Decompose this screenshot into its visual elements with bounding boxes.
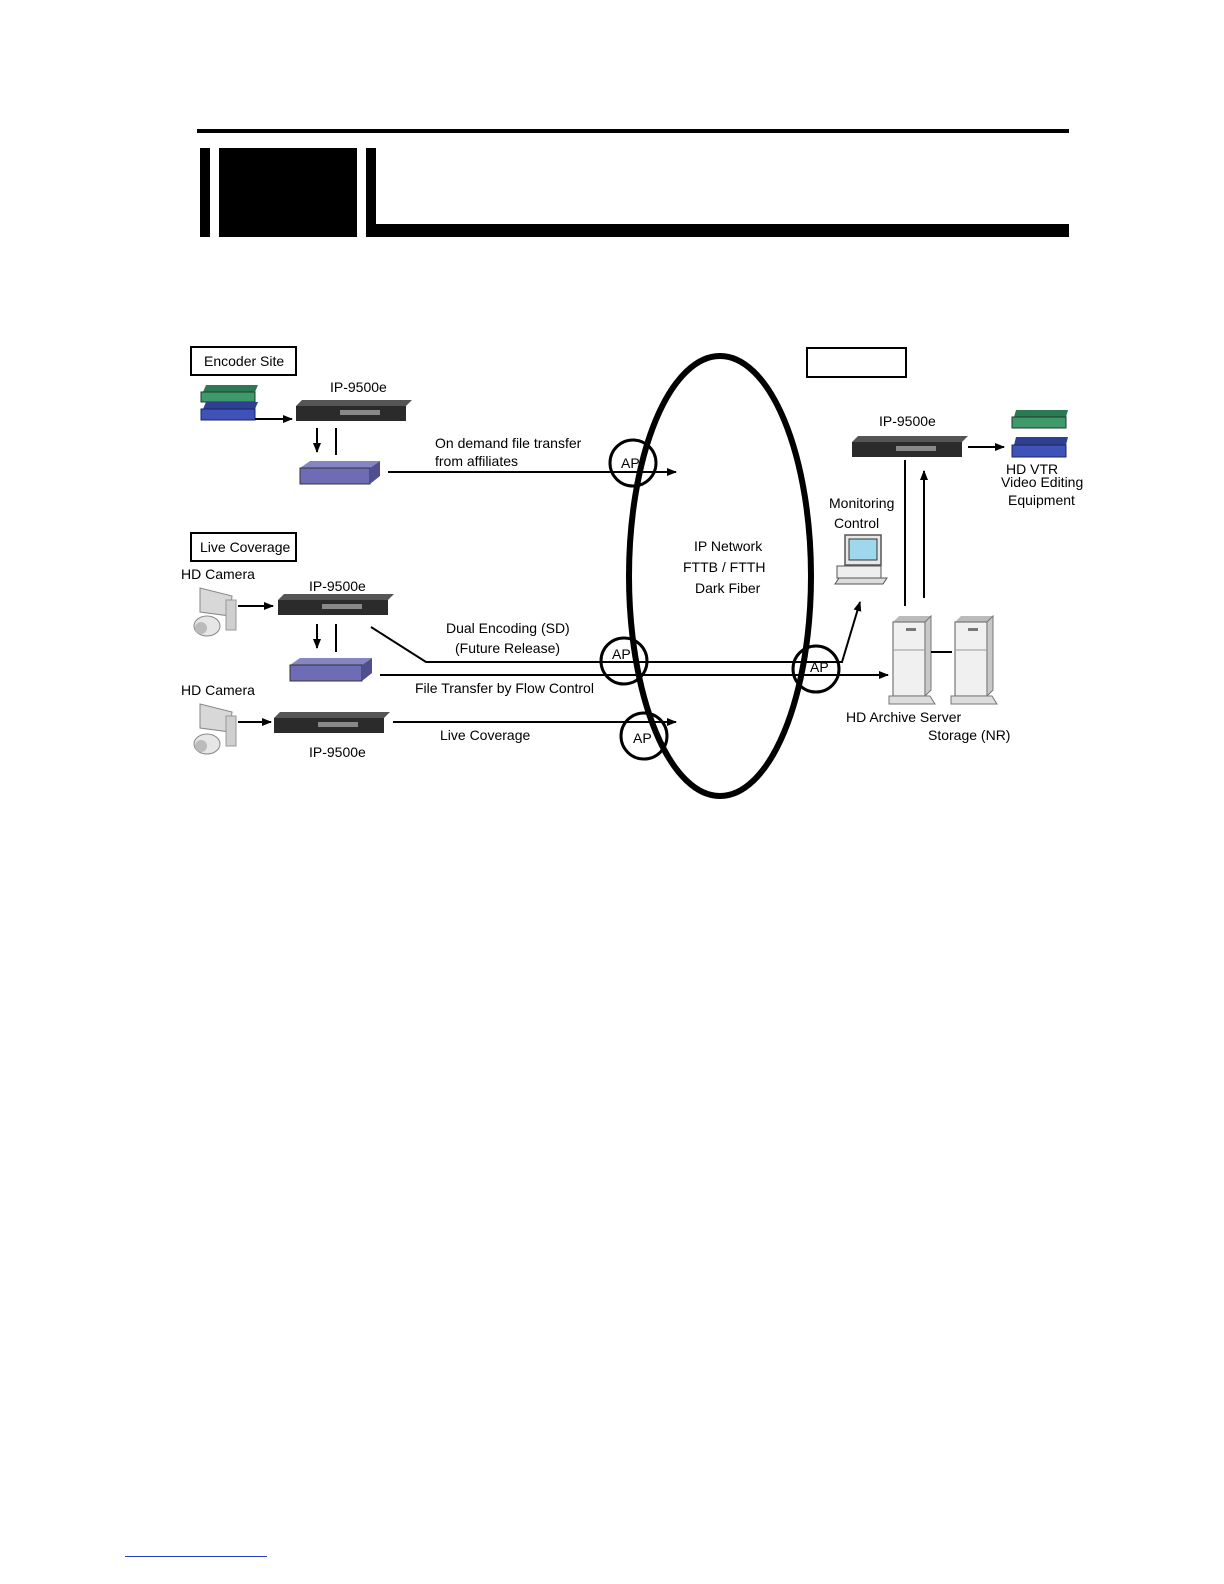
- hd-camera-label-1: HD Camera: [181, 566, 255, 582]
- server-icon: [951, 616, 997, 704]
- ap-node-1: AP: [610, 440, 656, 486]
- encoder-icon: [278, 594, 394, 615]
- live-coverage-box-label: Live Coverage: [200, 539, 290, 555]
- storage-nr-label: Storage (NR): [928, 727, 1010, 743]
- svg-text:AP: AP: [612, 646, 631, 662]
- dual-encoding-line1: Dual Encoding (SD): [446, 620, 570, 636]
- camera-icon: [194, 588, 236, 636]
- live-coverage-box: Live Coverage: [191, 533, 296, 561]
- network-label-line2: FTTB / FTTH: [683, 559, 765, 575]
- dual-encoding-line2: (Future Release): [455, 640, 560, 656]
- live-unit-label-2: IP-9500e: [309, 744, 366, 760]
- network-label-line1: IP Network: [694, 538, 763, 554]
- svg-text:AP: AP: [810, 659, 829, 675]
- footer-rule: [125, 1556, 267, 1557]
- encoder-site-box: Encoder Site: [191, 347, 296, 375]
- network-label-line3: Dark Fiber: [695, 580, 761, 596]
- ip-network-ellipse: [629, 356, 811, 796]
- encoder-icon: [296, 400, 412, 421]
- video-editing-line1: Video Editing: [1001, 474, 1083, 490]
- decoder-unit-label: IP-9500e: [879, 413, 936, 429]
- live-unit-label-1: IP-9500e: [309, 578, 366, 594]
- encoder-icon: [274, 712, 390, 733]
- on-demand-label-line2: from affiliates: [435, 453, 518, 469]
- storage-device-icon: [1012, 410, 1068, 457]
- server-icon: [889, 616, 935, 704]
- file-transfer-label: File Transfer by Flow Control: [415, 680, 594, 696]
- svg-text:AP: AP: [633, 730, 652, 746]
- storage-device-icon: [290, 658, 372, 681]
- encoder-site-unit-label: IP-9500e: [330, 379, 387, 395]
- monitoring-label-line1: Monitoring: [829, 495, 894, 511]
- monitoring-label-line2: Control: [834, 515, 879, 531]
- video-editing-line2: Equipment: [1008, 492, 1075, 508]
- storage-device-icon: [201, 385, 258, 420]
- encoder-site-label: Encoder Site: [204, 353, 284, 369]
- svg-text:AP: AP: [621, 455, 640, 471]
- storage-device-icon: [300, 461, 380, 484]
- camera-icon: [194, 704, 236, 754]
- on-demand-label-line1: On demand file transfer: [435, 435, 582, 451]
- hd-camera-label-2: HD Camera: [181, 682, 255, 698]
- hd-archive-server-label: HD Archive Server: [846, 709, 961, 725]
- computer-icon: [835, 535, 887, 584]
- encoder-icon: [852, 436, 968, 457]
- live-coverage-link-label: Live Coverage: [440, 727, 530, 743]
- destination-box: [807, 348, 906, 377]
